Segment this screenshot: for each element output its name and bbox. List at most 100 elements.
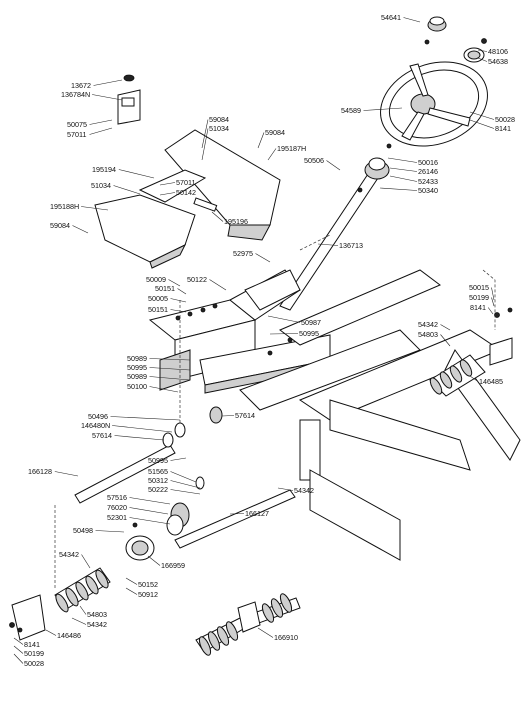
part-number-label: 50005 bbox=[148, 294, 168, 303]
frame-crossbar bbox=[159, 269, 301, 391]
part-number-label: 50995 bbox=[299, 329, 319, 338]
leader-line bbox=[201, 119, 209, 149]
leader-line bbox=[112, 425, 173, 433]
part-number-label: 8141 bbox=[24, 640, 40, 649]
part-number-label: 195187H bbox=[277, 144, 306, 153]
part-number-label: 54638 bbox=[488, 57, 508, 66]
part-number-label: 76020 bbox=[107, 503, 127, 512]
leader-line bbox=[93, 79, 123, 86]
leader-line bbox=[13, 653, 24, 664]
leader-line bbox=[71, 617, 87, 625]
part-number-label: 51565 bbox=[148, 467, 168, 476]
part-number-label: 8141 bbox=[495, 124, 511, 133]
part-number-label: 50122 bbox=[187, 275, 207, 284]
part-number-label: 136713 bbox=[339, 241, 363, 250]
leader-line bbox=[201, 128, 209, 161]
leader-line bbox=[389, 175, 418, 182]
part-number-label: 50987 bbox=[301, 318, 321, 327]
leader-line bbox=[125, 587, 138, 595]
leader-line bbox=[170, 298, 187, 303]
wheel-cap bbox=[424, 16, 447, 45]
part-number-label: 146485 bbox=[479, 377, 503, 386]
part-number-label: 54803 bbox=[87, 610, 107, 619]
part-number-label: 51034 bbox=[91, 181, 111, 190]
part-number-label: 59084 bbox=[50, 221, 70, 230]
leader-line bbox=[159, 192, 176, 196]
leader-line bbox=[257, 627, 274, 638]
part-number-label: 50028 bbox=[495, 115, 515, 124]
leader-line bbox=[92, 94, 123, 101]
part-number-label: 13672 bbox=[71, 81, 91, 90]
leader-line bbox=[229, 513, 245, 515]
leader-line bbox=[170, 480, 201, 489]
leader-line bbox=[269, 333, 299, 335]
part-number-label: 50995 bbox=[148, 456, 168, 465]
leader-line bbox=[379, 187, 418, 191]
leader-line bbox=[469, 119, 495, 129]
leader-line bbox=[267, 315, 301, 323]
right-tie-rod-end bbox=[489, 307, 513, 366]
leader-line bbox=[81, 554, 91, 569]
upper-bracket bbox=[117, 74, 141, 125]
leader-line bbox=[255, 253, 271, 263]
part-number-label: 50152 bbox=[138, 580, 158, 589]
part-number-label: 50222 bbox=[148, 485, 168, 494]
main-frame bbox=[148, 269, 521, 561]
leader-line bbox=[440, 324, 451, 331]
part-number-label: 146480N bbox=[81, 421, 110, 430]
drag-link bbox=[174, 489, 296, 549]
part-number-label: 50151 bbox=[155, 284, 175, 293]
left-tie-rod-end bbox=[9, 594, 46, 641]
leader-line bbox=[45, 629, 57, 636]
part-number-label: 195194 bbox=[92, 165, 116, 174]
part-number-label: 50312 bbox=[148, 476, 168, 485]
leader-line bbox=[54, 471, 79, 477]
part-number-label: 51034 bbox=[209, 124, 229, 133]
part-number-callouts: 54641481065463813672136784N5007557011590… bbox=[24, 13, 515, 668]
intermediate-shaft bbox=[74, 444, 176, 504]
part-number-label: 50100 bbox=[127, 382, 147, 391]
part-number-label: 57011 bbox=[176, 178, 195, 187]
part-number-label: 50989 bbox=[127, 372, 147, 381]
leader-line bbox=[403, 17, 421, 23]
part-number-label: 57516 bbox=[107, 493, 127, 502]
leader-line bbox=[118, 169, 155, 179]
leader-line bbox=[477, 49, 488, 52]
right-boot bbox=[429, 354, 486, 397]
leader-line bbox=[170, 489, 201, 495]
part-number-label: 50151 bbox=[148, 305, 168, 314]
part-number-label: 54589 bbox=[341, 106, 361, 115]
leader-lines bbox=[13, 17, 495, 664]
leader-line bbox=[211, 211, 224, 222]
leader-line bbox=[317, 243, 339, 246]
leader-line bbox=[170, 309, 187, 313]
part-number-label: 26146 bbox=[418, 167, 438, 176]
part-number-label: 59084 bbox=[209, 115, 229, 124]
part-number-label: 50340 bbox=[418, 186, 438, 195]
dash-panel-shroud bbox=[164, 129, 281, 241]
part-number-label: 50498 bbox=[73, 526, 93, 535]
leader-line bbox=[389, 167, 418, 172]
part-number-label: 54641 bbox=[381, 13, 401, 22]
part-number-label: 52301 bbox=[107, 513, 127, 522]
part-number-label: 146486 bbox=[57, 631, 81, 640]
leader-line bbox=[81, 206, 109, 211]
steering-gear-housing bbox=[125, 522, 155, 561]
leader-line bbox=[221, 415, 235, 417]
leader-line bbox=[170, 457, 187, 461]
leader-line bbox=[79, 605, 87, 615]
part-number-label: 50016 bbox=[418, 158, 438, 167]
leader-line bbox=[110, 416, 181, 421]
leader-line bbox=[469, 111, 495, 120]
leader-line bbox=[149, 358, 191, 361]
part-number-label: 50506 bbox=[304, 156, 324, 165]
leader-line bbox=[89, 119, 113, 125]
part-number-label: 50989 bbox=[127, 354, 147, 363]
part-number-label: 166128 bbox=[28, 467, 52, 476]
leader-line bbox=[113, 185, 141, 195]
part-number-label: 50009 bbox=[146, 275, 166, 284]
leader-line bbox=[147, 555, 161, 566]
leader-line bbox=[149, 376, 191, 381]
wheel-insert bbox=[463, 38, 487, 63]
part-number-label: 57011 bbox=[67, 130, 86, 139]
